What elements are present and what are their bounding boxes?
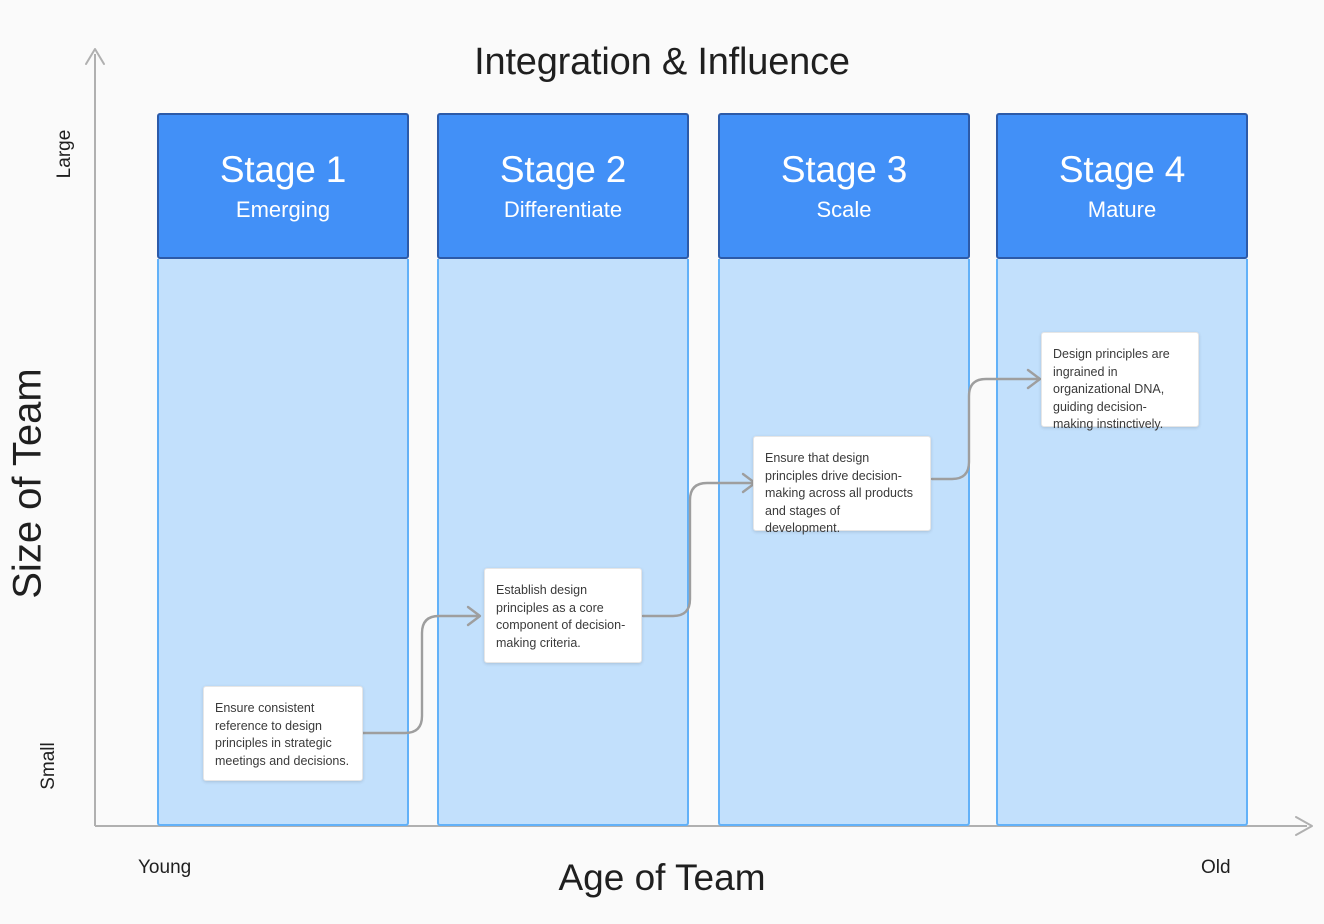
- stage-subtitle-2: Differentiate: [503, 196, 623, 222]
- x-axis-tick-old: Old: [1201, 857, 1231, 878]
- x-axis-title: Age of Team: [558, 857, 766, 898]
- note-card-3[interactable]: Ensure that design principles drive deci…: [753, 436, 931, 535]
- note-text-4: Design principles are ingrained in organ…: [1053, 347, 1170, 432]
- note-card-2[interactable]: Establish design principles as a core co…: [484, 568, 642, 663]
- stage-body-3: [718, 259, 970, 826]
- x-axis-arrowhead: [1295, 816, 1313, 836]
- note-text-3: Ensure that design principles drive deci…: [765, 451, 913, 536]
- stage-header-2[interactable]: Stage 2 Differentiate: [437, 113, 689, 259]
- stage-title-3: Stage 3: [780, 148, 908, 190]
- stage-subtitle-1: Emerging: [235, 196, 331, 222]
- stage-header-3[interactable]: Stage 3 Scale: [718, 113, 970, 259]
- x-axis-tick-young: Young: [138, 857, 192, 878]
- stage-subtitle-4: Mature: [1087, 196, 1157, 222]
- stage-column-4[interactable]: Stage 4 Mature: [996, 113, 1248, 826]
- note-text-2: Establish design principles as a core co…: [496, 583, 626, 650]
- stage-subtitle-3: Scale: [816, 196, 872, 222]
- page-title: Integration & Influence: [474, 41, 850, 83]
- y-axis-title: Size of Team: [5, 368, 50, 599]
- stage-title-1: Stage 1: [219, 148, 347, 190]
- stage-column-2[interactable]: Stage 2 Differentiate: [437, 113, 689, 826]
- note-card-4[interactable]: Design principles are ingrained in organ…: [1041, 332, 1199, 431]
- stage-column-3[interactable]: Stage 3 Scale: [718, 113, 970, 826]
- stage-title-2: Stage 2: [499, 148, 627, 190]
- note-card-1[interactable]: Ensure consistent reference to design pr…: [203, 686, 363, 781]
- stage-header-1[interactable]: Stage 1 Emerging: [157, 113, 409, 259]
- stage-body-2: [437, 259, 689, 826]
- stage-header-4[interactable]: Stage 4 Mature: [996, 113, 1248, 259]
- y-axis-tick-large: Large: [54, 129, 75, 179]
- stage-title-4: Stage 4: [1058, 148, 1186, 190]
- note-text-1: Ensure consistent reference to design pr…: [215, 701, 350, 768]
- y-axis-tick-small: Small: [38, 742, 59, 790]
